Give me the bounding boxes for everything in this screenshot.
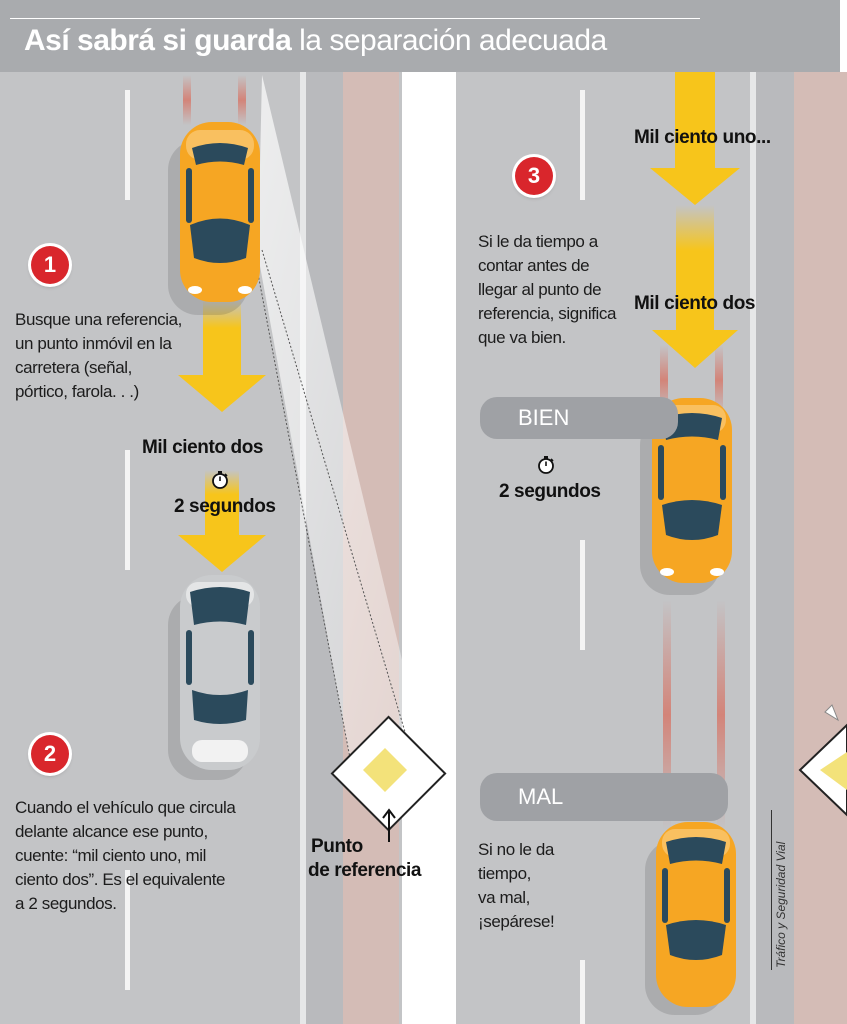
right-count-phrase-bottom: Mil ciento dos	[634, 293, 756, 314]
right-road-verge	[756, 72, 794, 1024]
step-3-badge: 3	[515, 157, 553, 195]
right-road-shoulder	[794, 72, 847, 1024]
title-divider	[10, 18, 700, 19]
step-2-badge: 2	[31, 735, 69, 773]
light-trail	[183, 75, 191, 125]
lane-dash	[125, 90, 130, 200]
lane-dash	[125, 870, 130, 990]
step-3-text: Si le da tiempo a contar antes de llegar…	[478, 232, 617, 347]
light-trail	[715, 345, 723, 415]
light-trail	[238, 75, 246, 125]
left-count-phrase: Mil ciento dos	[142, 437, 264, 458]
bad-text: Si no le da tiempo, va mal, ¡sepárese!	[478, 840, 555, 931]
sight-beam-edge	[254, 257, 351, 759]
left-road-edge-line	[300, 72, 306, 1024]
step-2-text: Cuando el vehículo que circula delante a…	[15, 798, 236, 913]
page-title: Así sabrá si guarda la separación adecua…	[24, 24, 607, 57]
status-good-pill: BIEN	[480, 397, 678, 439]
lane-dash	[580, 90, 585, 200]
sight-beam	[258, 75, 420, 760]
credit-divider	[771, 810, 772, 970]
stopwatch-icon	[537, 455, 555, 475]
credit-text: Tráfico y Seguridad Vial	[774, 841, 788, 968]
yellow-car-lead	[180, 122, 260, 302]
right-road-edge-line	[750, 72, 756, 1024]
stopwatch-icon	[211, 470, 229, 490]
right-count-phrase-top: Mil ciento uno...	[634, 127, 771, 148]
down-arrow-left-1	[178, 300, 266, 412]
light-trail	[717, 600, 725, 830]
lane-dash	[580, 540, 585, 650]
reference-sign	[330, 715, 447, 832]
left-count-time: 2 segundos	[174, 496, 276, 517]
status-bad-pill: MAL	[480, 773, 728, 821]
reference-point-label: Punto de referencia	[308, 836, 422, 881]
step-1-text: Busque una referencia, un punto inmóvil …	[15, 310, 182, 401]
title-bar	[0, 0, 840, 72]
yellow-car-bad	[656, 822, 736, 1007]
down-arrow-right-2	[652, 205, 738, 368]
lane-dash	[125, 450, 130, 570]
step-1-badge: 1	[31, 246, 69, 284]
lane-dash	[580, 960, 585, 1024]
silver-car	[180, 575, 260, 770]
sight-beam-edge	[261, 249, 409, 743]
down-arrow-right-1	[650, 72, 740, 205]
light-trail	[663, 600, 671, 830]
reference-sign-partial	[798, 704, 847, 817]
up-arrow-icon	[382, 808, 396, 847]
light-trail	[660, 345, 668, 415]
right-count-time: 2 segundos	[499, 481, 601, 502]
